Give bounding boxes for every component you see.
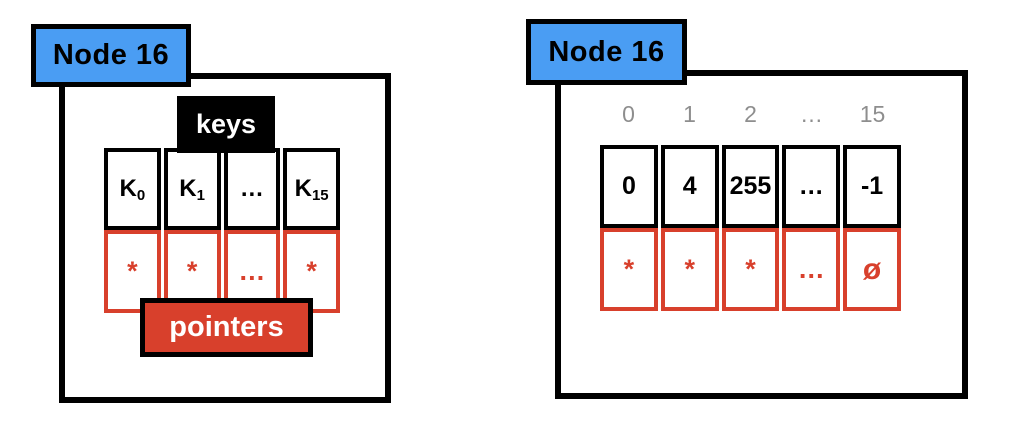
index-label-0: 0 — [622, 100, 635, 127]
keys-tag-label: keys — [195, 109, 257, 139]
right-pointer-cell-null: ø — [843, 228, 901, 311]
left-node-title-badge: Node 16 — [31, 24, 191, 87]
value-cell-2-text: 255 — [729, 172, 772, 200]
key-cell-15: K15 — [283, 148, 340, 230]
right-node-title-badge: Node 16 — [526, 19, 687, 85]
pointer-cell-15-symbol: * — [306, 256, 317, 286]
pointer-cell-ellipsis-symbol: … — [238, 256, 266, 286]
index-label-1: 1 — [683, 100, 696, 127]
right-pointer-cell-1-symbol: * — [684, 254, 695, 284]
right-pointer-cell-1: * — [660, 228, 719, 311]
left-node-title: Node 16 — [52, 39, 170, 71]
index-label-2: 2 — [744, 100, 757, 127]
value-cell-0: 0 — [600, 145, 658, 228]
key-cell-0-label: K0 — [119, 175, 146, 204]
right-pointer-cell-2-symbol: * — [745, 254, 756, 284]
index-label-15: 15 — [859, 100, 886, 127]
right-pointer-cell-0-symbol: * — [623, 254, 635, 284]
pointers-tag: pointers — [140, 298, 313, 357]
key-cell-ellipsis: … — [223, 148, 281, 230]
right-index-row: 0 1 2 … 15 — [600, 98, 901, 130]
right-node-title: Node 16 — [548, 35, 665, 68]
right-pointers-row: * * * … ø — [600, 228, 901, 311]
pointer-cell-0: * — [104, 230, 161, 313]
value-cell-ellipsis: … — [782, 145, 841, 228]
value-cell-1-text: 4 — [682, 172, 697, 200]
value-cell-15: -1 — [843, 145, 901, 228]
null-pointer-symbol: ø — [862, 252, 882, 286]
value-cell-2: 255 — [721, 145, 780, 228]
left-keys-row: K0 K1 … K15 — [104, 148, 340, 230]
key-cell-ellipsis-label: … — [239, 175, 264, 202]
key-cell-0: K0 — [104, 148, 161, 230]
key-cell-1-label: K1 — [179, 175, 205, 204]
right-pointer-cell-2: * — [721, 228, 780, 311]
value-cell-ellipsis-text: … — [798, 172, 824, 200]
right-keys-row: 0 4 255 … -1 — [600, 145, 901, 228]
value-cell-0-text: 0 — [621, 172, 636, 200]
value-cell-15-text: -1 — [860, 172, 884, 200]
right-pointer-cell-0: * — [600, 228, 658, 311]
keys-tag: keys — [177, 96, 275, 153]
pointer-cell-1-symbol: * — [186, 256, 198, 286]
key-cell-1: K1 — [163, 148, 221, 230]
value-cell-1: 4 — [660, 145, 719, 228]
index-label-ellipsis: … — [800, 100, 823, 127]
right-pointer-cell-ellipsis-symbol: … — [797, 254, 825, 284]
key-cell-15-label: K15 — [294, 175, 329, 204]
pointers-tag-label: pointers — [169, 311, 284, 343]
right-pointer-cell-ellipsis: … — [782, 228, 841, 311]
pointer-cell-0-symbol: * — [127, 256, 138, 286]
